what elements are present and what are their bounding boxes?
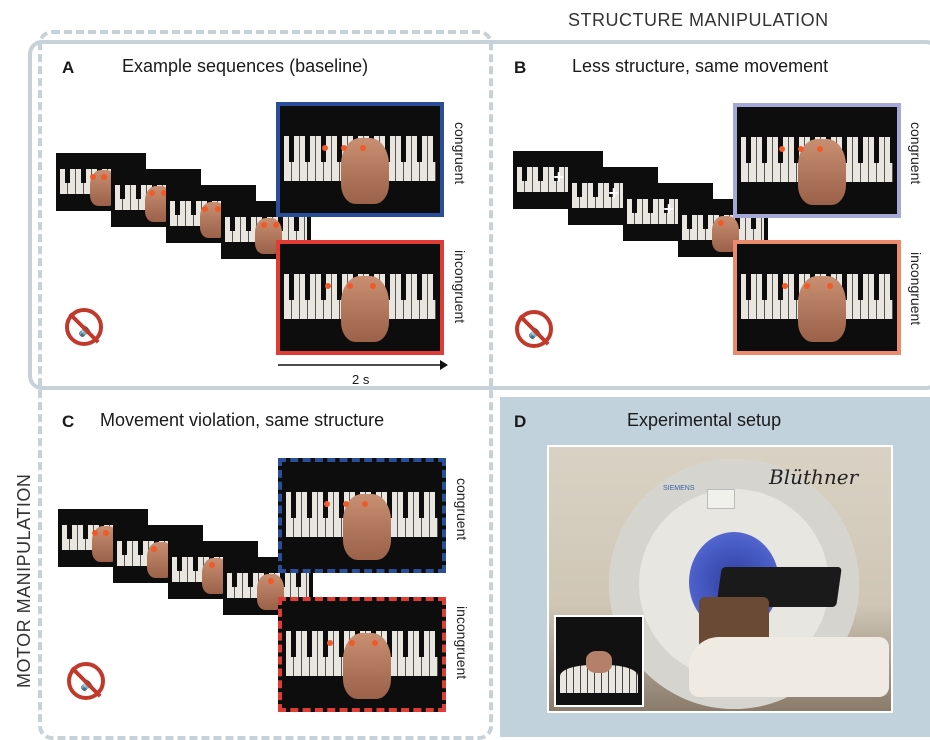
siemens-logo: SIEMENS xyxy=(663,485,695,492)
arrow-icon xyxy=(278,360,448,370)
panel-a-incongruent-label: incongruent xyxy=(452,250,468,324)
panel-a-congruent-frame xyxy=(276,102,444,217)
panel-b-letter: B xyxy=(514,58,527,77)
panel-a-incongruent-frame xyxy=(276,240,444,355)
blanket-shape xyxy=(689,637,889,697)
motor-manipulation-header: MOTOR MANIPULATION xyxy=(14,473,34,688)
time-label: 2 s xyxy=(352,372,370,387)
panel-c-incongruent-frame xyxy=(278,597,446,712)
panel-a-title: Example sequences (baseline) xyxy=(122,56,369,76)
panel-b-incongruent-label: incongruent xyxy=(908,252,924,326)
mute-icon: 🔈 xyxy=(67,662,105,700)
panel-b-title: Less structure, same movement xyxy=(572,56,829,76)
panel-c-congruent-label: congruent xyxy=(454,478,470,541)
mri-setup-photo: SIEMENS Blüthner xyxy=(547,445,893,713)
panel-c-incongruent-label: incongruent xyxy=(454,606,470,680)
scanner-display-shape xyxy=(707,489,735,509)
panel-a-letter: A xyxy=(62,58,75,77)
panel-b-incongruent-frame xyxy=(733,240,901,355)
inset-camera-view xyxy=(554,615,644,707)
panel-c-title: Movement violation, same structure xyxy=(100,410,385,430)
mute-icon: 🔈 xyxy=(65,308,103,346)
panel-c-congruent-frame xyxy=(278,458,446,573)
panel-d-title: Experimental setup xyxy=(627,410,782,430)
sequence-frame-c4 xyxy=(223,557,313,615)
panel-a-congruent-label: congruent xyxy=(452,122,468,185)
panel-b-congruent-label: congruent xyxy=(908,122,924,185)
bluthner-logo: Blüthner xyxy=(769,465,859,489)
mute-icon: 🔈 xyxy=(515,310,553,348)
panel-d-letter: D xyxy=(514,412,527,431)
panel-b-congruent-frame xyxy=(733,103,901,218)
panel-c-letter: C xyxy=(62,412,75,431)
structure-manipulation-header: STRUCTURE MANIPULATION xyxy=(568,10,829,30)
